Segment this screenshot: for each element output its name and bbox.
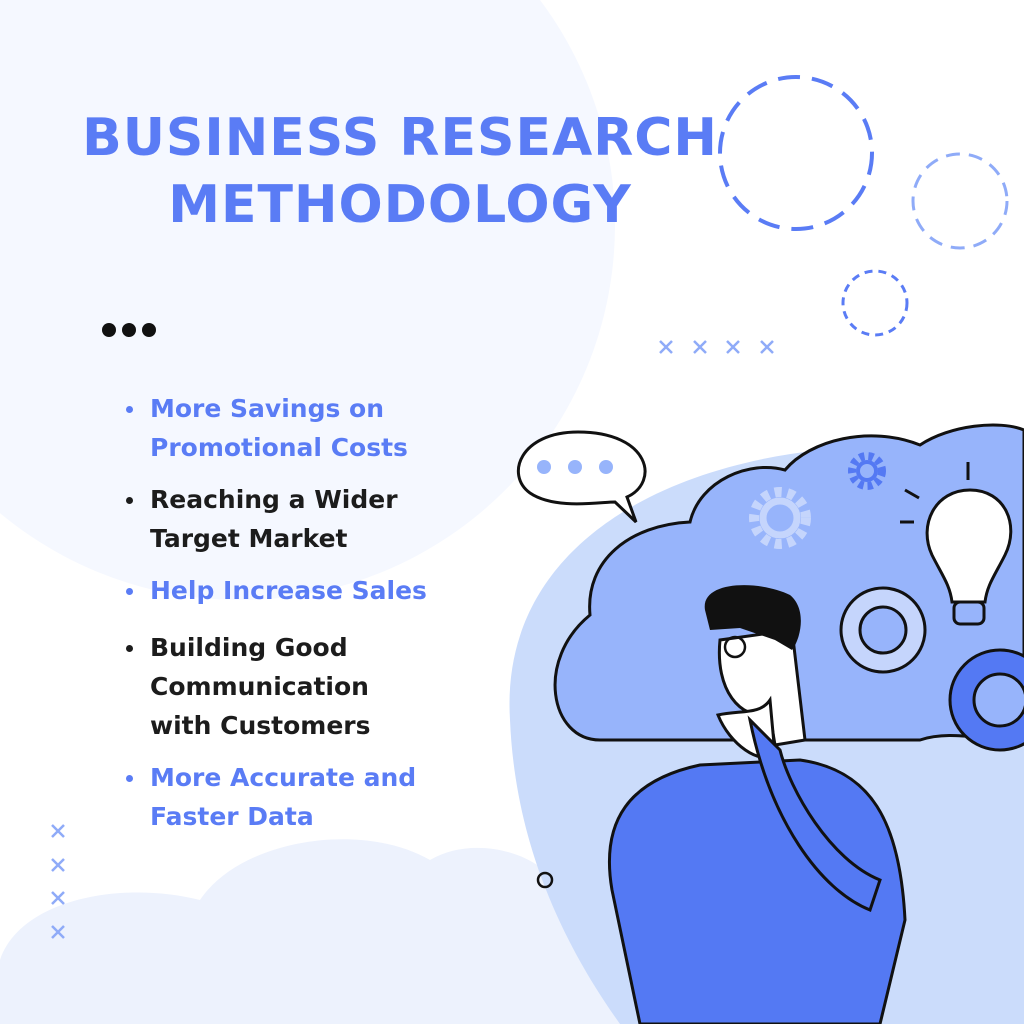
gear-icon-faded (749, 487, 811, 549)
thinking-man (536, 585, 907, 1024)
glasses-icon (723, 635, 747, 659)
dashed-circle-large (718, 75, 874, 231)
benefit-item: Help Increase Sales (122, 571, 462, 610)
benefits-list: More Savings on Promotional Costs Reachi… (122, 389, 462, 849)
speech-bubble-icon (516, 430, 647, 524)
title-line-2: METHODOLOGY (168, 175, 632, 235)
x-marks-row (659, 340, 774, 354)
gear-icon-small (848, 452, 886, 490)
title-line-1: BUSINESS RESEARCH (82, 108, 718, 168)
x-marks-column (51, 824, 65, 939)
benefit-item: Reaching a Wider Target Market (122, 480, 462, 558)
pale-circle (0, 0, 615, 600)
bottom-cloud (0, 839, 620, 1024)
gear-icon-outline (839, 586, 927, 674)
benefit-item: Building Good Communication with Custome… (122, 628, 410, 745)
lightbulb-icon (900, 462, 1013, 626)
ellipsis-icon (102, 323, 156, 337)
benefit-item: More Savings on Promotional Costs (122, 389, 462, 467)
dashed-circle-small (841, 269, 909, 337)
benefit-item: More Accurate and Faster Data (122, 758, 450, 836)
dashed-circle-medium (911, 152, 1009, 250)
gear-icon-blue (948, 648, 1024, 752)
